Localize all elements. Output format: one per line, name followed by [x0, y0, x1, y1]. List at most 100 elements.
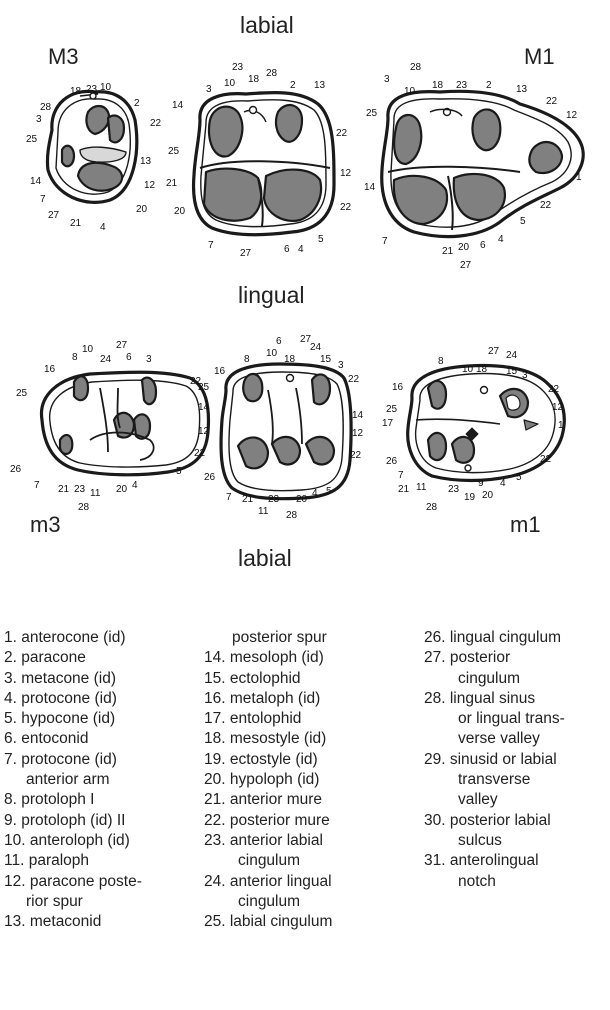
callout-m1-21: 21: [398, 484, 410, 495]
callout-m2-3: 3: [338, 360, 344, 371]
callout-m3-16: 16: [44, 364, 56, 375]
callout-m3-7: 7: [34, 480, 40, 491]
callout-m1-20: 20: [482, 490, 494, 501]
callout-M2-25: 25: [168, 146, 180, 157]
legend-item: 26. lingual cingulum: [424, 628, 565, 648]
callout-M2-10: 10: [224, 78, 236, 89]
callout-m3-14: 14: [198, 402, 210, 413]
callout-M2-21: 21: [166, 178, 178, 189]
callout-M1-3: 3: [384, 74, 390, 85]
callout-M3-21: 21: [70, 218, 82, 229]
legend-item: 8. protoloph I: [4, 790, 142, 810]
callout-m3-28: 28: [78, 502, 90, 513]
callout-m2-6: 6: [276, 336, 282, 347]
legend-item: 22. posterior mure: [204, 811, 332, 831]
callout-m2-20: 20: [296, 494, 308, 505]
callout-M3-22: 22: [150, 118, 162, 129]
callout-m3-23: 23: [74, 484, 86, 495]
legend-item: 28. lingual sinus: [424, 689, 565, 709]
callout-m3-20: 20: [116, 484, 128, 495]
callout-M2-2: 2: [290, 80, 296, 91]
callout-m1-22b: 22: [540, 454, 552, 465]
callout-M3-25: 25: [26, 134, 38, 145]
callout-m2-4: 4: [312, 488, 318, 499]
legend-item: 9. protoloph (id) II: [4, 811, 142, 831]
legend-item: 3. metacone (id): [4, 669, 142, 689]
callout-m1-7: 7: [398, 470, 404, 481]
legend-item: 15. ectolophid: [204, 669, 332, 689]
callout-m3-5: 5: [176, 466, 182, 477]
callout-m2-23: 23: [268, 494, 280, 505]
legend-item: 12. paracone poste-: [4, 872, 142, 892]
callout-M2-13: 13: [314, 80, 326, 91]
callout-m1-4: 4: [500, 478, 506, 489]
callout-M1-13: 13: [516, 84, 528, 95]
legend-item: posterior spur: [204, 628, 332, 648]
callout-m1-15: 15: [506, 366, 518, 377]
legend-item: 16. metaloph (id): [204, 689, 332, 709]
callout-M2-23: 23: [232, 62, 244, 73]
callout-M1-6: 6: [480, 240, 486, 251]
callout-M2-22a: 22: [336, 128, 348, 139]
callout-m2-18: 18: [284, 354, 296, 365]
callout-M2-6: 6: [284, 244, 290, 255]
callout-m3-11: 11: [90, 488, 101, 499]
legend-item: 4. protocone (id): [4, 689, 142, 709]
callout-M2-7: 7: [208, 240, 214, 251]
legend-item: transverse: [424, 770, 565, 790]
callout-m1-24: 24: [506, 350, 518, 361]
tooth-M2: [194, 93, 334, 235]
legend-item: 27. posterior: [424, 648, 565, 668]
legend-item: 14. mesoloph (id): [204, 648, 332, 668]
callout-m2-16: 16: [214, 366, 226, 377]
legend-item: 11. paraloph: [4, 851, 142, 871]
callout-m1-19: 19: [464, 492, 476, 503]
callout-m1-28: 28: [426, 502, 438, 513]
legend-item: cingulum: [204, 851, 332, 871]
callout-M3-27: 27: [48, 210, 60, 221]
callout-M1-1: 1: [576, 172, 582, 183]
legend-item: 20. hypoloph (id): [204, 770, 332, 790]
legend-item: 21. anterior mure: [204, 790, 332, 810]
legend-col-3: 26. lingual cingulum 27. posterior cingu…: [424, 628, 565, 892]
callout-m3-26: 26: [10, 464, 22, 475]
callout-m2-8: 8: [244, 354, 250, 365]
callout-m1-3: 3: [522, 370, 528, 381]
callout-M2-4: 4: [298, 244, 304, 255]
callout-m3-4: 4: [132, 480, 138, 491]
callout-M1-23: 23: [456, 80, 468, 91]
callout-m2-26: 26: [204, 472, 216, 483]
callout-M1-21: 21: [442, 246, 454, 257]
callout-m1-9: 9: [478, 478, 484, 489]
callout-m3-22b: 22: [194, 448, 206, 459]
callout-m3-27: 27: [116, 340, 128, 351]
legend-item: 10. anteroloph (id): [4, 831, 142, 851]
tooth-m2: [221, 364, 351, 499]
callout-M2-12: 12: [340, 168, 352, 179]
callout-M2-14: 14: [172, 100, 184, 111]
callout-m1-8: 8: [438, 356, 444, 367]
callout-m1-5: 5: [516, 472, 522, 483]
tooth-M3: [47, 91, 136, 202]
callout-M2-18: 18: [248, 74, 260, 85]
callout-m3-24: 24: [100, 354, 112, 365]
legend-item: 29. sinusid or labial: [424, 750, 565, 770]
legend-item: 31. anterolingual: [424, 851, 565, 871]
callout-M1-28: 28: [410, 62, 422, 73]
legend-item: 24. anterior lingual: [204, 872, 332, 892]
callout-M3-14: 14: [30, 176, 42, 187]
legend-item: 5. hypocone (id): [4, 709, 142, 729]
callout-M1-4: 4: [498, 234, 504, 245]
callout-m1-11: 11: [416, 482, 427, 493]
legend-col-1: 1. anterocone (id) 2. paracone 3. metaco…: [4, 628, 142, 932]
callout-m1-17: 17: [382, 418, 394, 429]
callout-m2-22b: 22: [350, 450, 362, 461]
callout-m1-23: 23: [448, 484, 460, 495]
callout-m2-5: 5: [326, 486, 332, 497]
callout-M3-23: 23: [86, 84, 98, 95]
callout-M1-20: 20: [458, 242, 470, 253]
legend-item: 7. protocone (id): [4, 750, 142, 770]
callout-M2-3: 3: [206, 84, 212, 95]
legend-item: cingulum: [424, 669, 565, 689]
callout-m3-3: 3: [146, 354, 152, 365]
